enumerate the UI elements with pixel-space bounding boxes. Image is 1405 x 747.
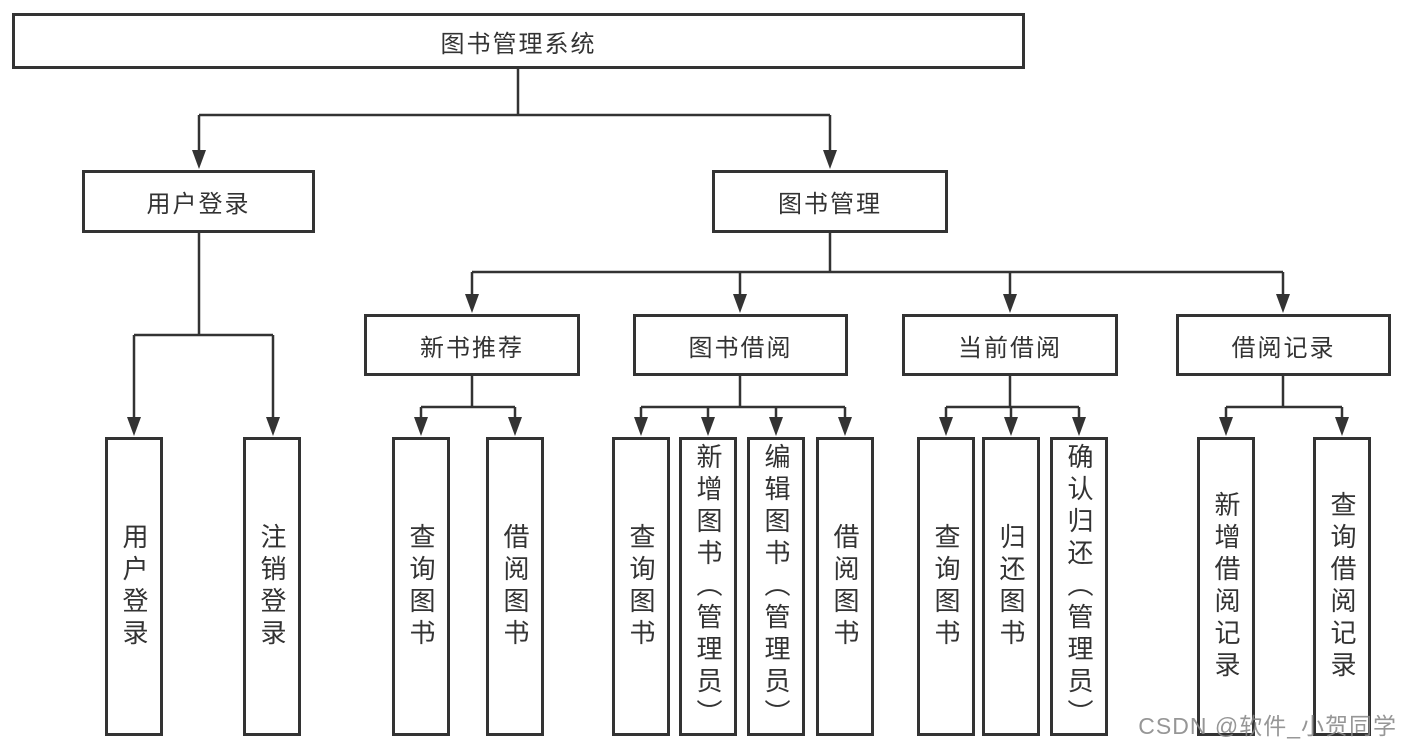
node-label: 新增借阅记录 bbox=[1211, 490, 1241, 683]
node-label: 借阅图书 bbox=[830, 522, 860, 651]
node-label: 新增图书（管理员） bbox=[693, 442, 723, 731]
leaf-query-books-current: 查询图书 bbox=[917, 437, 975, 736]
leaf-add-books-admin: 新增图书（管理员） bbox=[679, 437, 737, 736]
leaf-confirm-return-admin: 确认归还（管理员） bbox=[1050, 437, 1108, 736]
node-borrowing-records: 借阅记录 bbox=[1176, 314, 1391, 376]
node-label: 编辑图书（管理员） bbox=[761, 442, 791, 731]
node-user-login: 用户登录 bbox=[82, 170, 315, 233]
leaf-return-books: 归还图书 bbox=[982, 437, 1040, 736]
leaf-user-login: 用户登录 bbox=[105, 437, 163, 736]
node-label: 借阅记录 bbox=[1231, 334, 1336, 362]
node-book-management: 图书管理 bbox=[712, 170, 948, 233]
leaf-query-books-borrow: 查询图书 bbox=[612, 437, 670, 736]
node-label: 新书推荐 bbox=[420, 334, 524, 362]
leaf-query-books-recommend: 查询图书 bbox=[392, 437, 450, 736]
node-label: 查询借阅记录 bbox=[1327, 490, 1357, 683]
node-book-borrowing: 图书借阅 bbox=[633, 314, 848, 376]
node-label: 归还图书 bbox=[996, 522, 1026, 651]
node-label: 当前借阅 bbox=[958, 334, 1062, 362]
node-label: 注销登录 bbox=[257, 522, 287, 651]
node-current-borrowing: 当前借阅 bbox=[902, 314, 1118, 376]
node-label: 查询图书 bbox=[931, 522, 961, 651]
arrowhead-icons bbox=[127, 150, 1349, 436]
node-label: 借阅图书 bbox=[500, 522, 530, 651]
node-label: 用户登录 bbox=[146, 191, 251, 218]
node-label: 查询图书 bbox=[626, 522, 656, 651]
leaf-add-borrow-record: 新增借阅记录 bbox=[1197, 437, 1255, 736]
node-label: 查询图书 bbox=[406, 522, 436, 651]
node-label: 图书借阅 bbox=[688, 334, 793, 362]
node-label: 图书管理 bbox=[778, 191, 882, 218]
leaf-borrow-books-borrow: 借阅图书 bbox=[816, 437, 874, 736]
leaf-query-borrow-record: 查询借阅记录 bbox=[1313, 437, 1371, 736]
csdn-watermark: CSDN @软件_小贺同学 bbox=[1138, 713, 1397, 739]
node-label: 确认归还（管理员） bbox=[1064, 442, 1094, 731]
leaf-edit-books-admin: 编辑图书（管理员） bbox=[747, 437, 805, 736]
node-label: 图书管理系统 bbox=[440, 30, 597, 58]
leaf-logout-login: 注销登录 bbox=[243, 437, 301, 736]
node-new-book-recommendation: 新书推荐 bbox=[364, 314, 580, 376]
node-library-management-system: 图书管理系统 bbox=[12, 13, 1025, 69]
leaf-borrow-books-recommend: 借阅图书 bbox=[486, 437, 544, 736]
node-label: 用户登录 bbox=[119, 522, 149, 651]
